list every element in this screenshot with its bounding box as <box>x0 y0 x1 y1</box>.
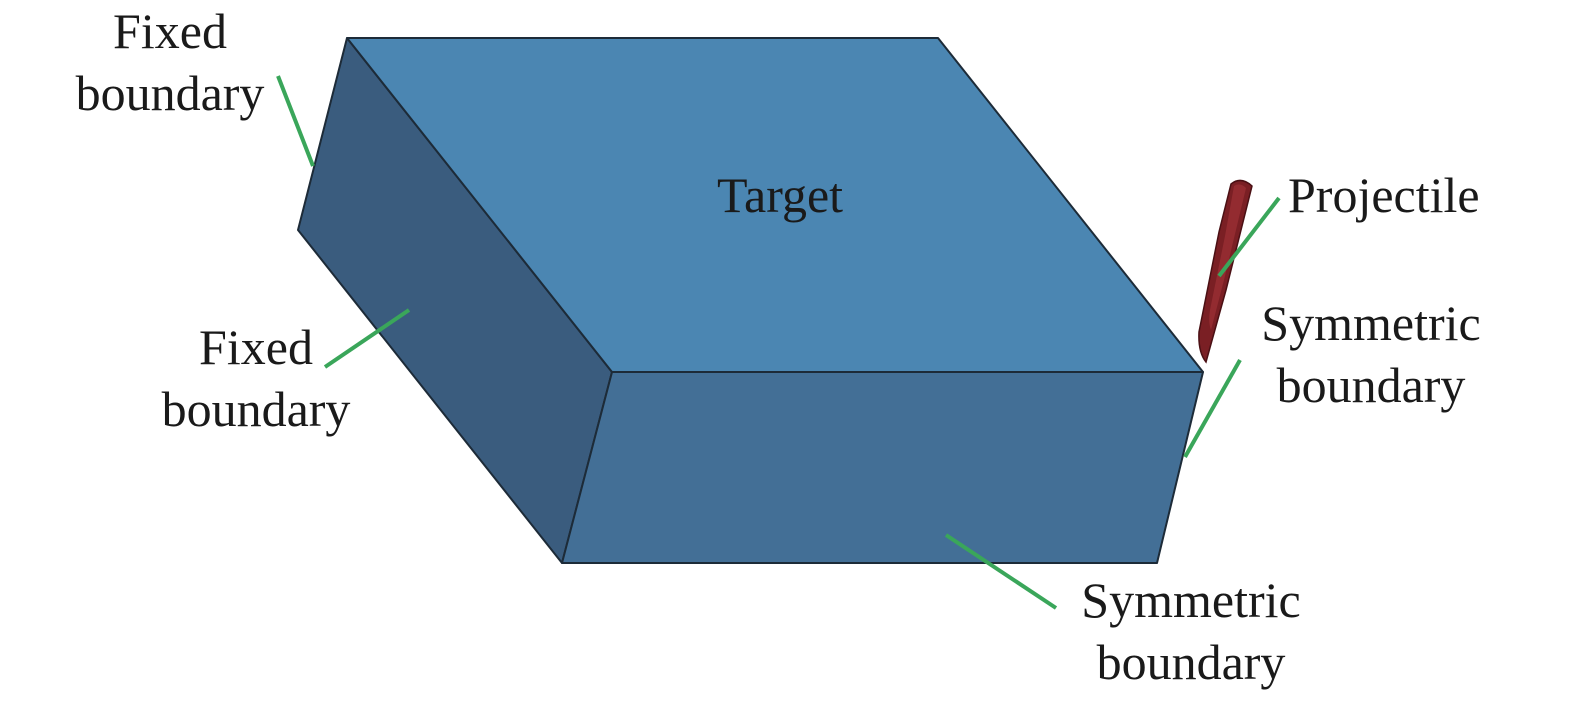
label-symmetric-boundary-right: Symmetric boundary <box>1246 292 1496 416</box>
label-symmetric-boundary-right-line1: Symmetric <box>1261 295 1481 351</box>
label-projectile: Projectile <box>1288 164 1480 226</box>
leader-projectile <box>1217 196 1281 278</box>
leader-fixed-boundary-side <box>323 308 411 369</box>
label-target-text: Target <box>716 167 844 223</box>
projectile-body <box>1198 179 1253 364</box>
label-fixed-boundary-top-line2: boundary <box>75 65 265 121</box>
label-symmetric-boundary-bottom: Symmetric boundary <box>1066 569 1316 693</box>
label-symmetric-boundary-bottom-line2: boundary <box>1096 634 1286 690</box>
leader-fixed-boundary-top <box>276 75 315 167</box>
label-fixed-boundary-top-line1: Fixed <box>113 3 227 59</box>
label-fixed-boundary-side-line2: boundary <box>161 381 351 437</box>
label-fixed-boundary-side-line1: Fixed <box>199 319 313 375</box>
label-symmetric-boundary-right-line2: boundary <box>1276 357 1466 413</box>
label-projectile-text: Projectile <box>1288 167 1480 223</box>
target-top-face <box>346 37 1204 373</box>
label-fixed-boundary-side: Fixed boundary <box>150 316 362 440</box>
label-symmetric-boundary-bottom-line1: Symmetric <box>1081 572 1301 628</box>
label-target: Target <box>690 164 870 226</box>
leader-symmetric-boundary-right <box>1183 359 1242 458</box>
target-front-face <box>561 371 1204 564</box>
label-fixed-boundary-top: Fixed boundary <box>64 0 276 124</box>
leader-symmetric-boundary-bottom <box>944 533 1058 610</box>
